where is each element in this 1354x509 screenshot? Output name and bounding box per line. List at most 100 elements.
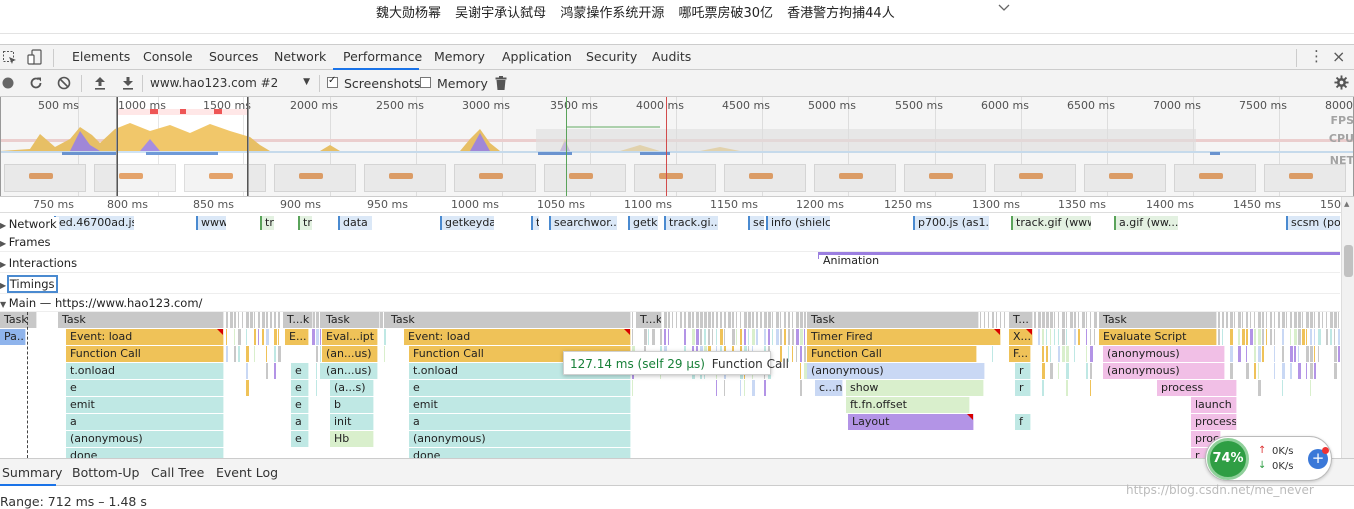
headline-link[interactable]: 哪吒票房破30亿 <box>678 6 774 21</box>
network-request[interactable]: getk <box>628 216 658 230</box>
frames-track[interactable]: ▶ Frames <box>0 231 1340 252</box>
tab-summary[interactable]: Summary <box>2 465 63 480</box>
network-request[interactable]: ed.46700ad.js (g <box>54 216 134 230</box>
vertical-scrollbar[interactable]: ▲ <box>1341 197 1354 458</box>
network-request[interactable]: scsm (pos <box>1286 216 1340 230</box>
interactions-track-label[interactable]: ▶ Interactions <box>0 256 77 270</box>
memory-checkbox[interactable] <box>420 77 431 88</box>
flame-block[interactable]: a <box>66 414 224 430</box>
flame-block[interactable]: (an...us) <box>322 363 378 379</box>
network-request[interactable]: t <box>531 216 539 230</box>
headline-link[interactable]: 鸿蒙操作系统开源 <box>560 6 665 21</box>
flame-block[interactable]: Task <box>1099 312 1217 328</box>
flame-block[interactable]: Evaluate Script <box>1099 329 1217 345</box>
flame-block[interactable]: Layout <box>848 414 974 430</box>
tab-security[interactable]: Security <box>586 49 638 64</box>
flame-block[interactable]: e <box>291 397 309 413</box>
download-icon[interactable] <box>122 76 134 93</box>
clear-icon[interactable] <box>57 76 71 93</box>
tab-network[interactable]: Network <box>274 49 327 64</box>
tab-application[interactable]: Application <box>502 49 572 64</box>
network-speed-widget[interactable]: 74% ↑ 0K/s ↓ 0K/s + <box>1205 436 1332 481</box>
flame-block[interactable]: f <box>1015 414 1031 430</box>
more-options-icon[interactable]: ⋮ <box>1309 47 1324 65</box>
flame-block[interactable]: Eval...ipt <box>322 329 378 345</box>
flame-block[interactable]: (anonymous) <box>1103 363 1225 379</box>
profile-select[interactable]: www.hao123.com #2 ▼ <box>146 74 318 93</box>
frames-track-label[interactable]: ▶ Frames <box>0 235 51 249</box>
flame-block[interactable]: T... <box>1009 312 1033 328</box>
flame-block[interactable]: process <box>1191 414 1237 430</box>
plus-icon[interactable]: + <box>1308 449 1328 469</box>
network-request[interactable]: searchwor... <box>549 216 617 230</box>
flame-block[interactable]: Task <box>387 312 631 328</box>
network-request[interactable]: sea <box>748 216 764 230</box>
flame-block[interactable]: E... <box>285 329 309 345</box>
flame-block[interactable]: t.onload <box>66 363 224 379</box>
tab-sources[interactable]: Sources <box>209 49 259 64</box>
record-icon[interactable] <box>2 77 14 92</box>
main-track[interactable]: ▼ Main — https://www.hao123.com/ <box>0 294 1340 312</box>
network-request[interactable]: www <box>196 216 226 230</box>
headline-link[interactable]: 吴谢宇承认弑母 <box>455 6 547 21</box>
network-request[interactable]: info (shielc <box>766 216 830 230</box>
flame-block[interactable]: Function Call <box>807 346 977 362</box>
flame-block[interactable]: done <box>409 448 631 458</box>
flame-block[interactable]: X... <box>1009 329 1033 345</box>
tab-audits[interactable]: Audits <box>652 49 692 64</box>
flame-block[interactable]: Event: load <box>404 329 631 345</box>
close-icon[interactable]: × <box>1332 47 1346 66</box>
screenshots-checkbox[interactable] <box>327 75 338 88</box>
flame-block[interactable]: b <box>330 397 374 413</box>
network-request[interactable]: track.gif (www.h <box>1011 216 1091 230</box>
flame-block[interactable]: done <box>66 448 224 458</box>
flame-block[interactable]: emit <box>66 397 224 413</box>
scrollbar-thumb[interactable] <box>1344 245 1353 277</box>
headline-link[interactable]: 魏大勋杨幂 <box>376 6 442 21</box>
reload-icon[interactable] <box>29 76 43 93</box>
flame-block[interactable]: (anonymous) <box>807 363 985 379</box>
flame-block[interactable]: a <box>291 414 309 430</box>
upload-icon[interactable] <box>94 76 106 93</box>
flame-block[interactable]: e <box>409 380 631 396</box>
timings-track[interactable]: ▶ Timings <box>0 273 1340 294</box>
flame-block[interactable]: T...k <box>283 312 313 328</box>
flame-block[interactable]: (an...us) <box>322 346 378 362</box>
flame-block[interactable]: a <box>409 414 631 430</box>
device-toolbar-icon[interactable] <box>27 49 43 69</box>
network-track-label[interactable]: ▶ Network <box>0 217 59 231</box>
flame-block[interactable]: e <box>291 431 309 447</box>
flame-block[interactable]: process <box>1157 380 1237 396</box>
scroll-up-icon[interactable]: ▲ <box>1344 200 1350 208</box>
animation-bar[interactable] <box>818 252 1340 255</box>
flame-block[interactable]: r <box>1015 380 1031 396</box>
flame-block[interactable]: Hb <box>330 431 374 447</box>
tab-event-log[interactable]: Event Log <box>216 465 279 480</box>
tab-call-tree[interactable]: Call Tree <box>151 465 205 480</box>
flame-block[interactable]: show <box>846 380 984 396</box>
tab-console[interactable]: Console <box>143 49 193 64</box>
flame-block[interactable]: Task <box>807 312 979 328</box>
network-request[interactable]: track.gi... <box>664 216 718 230</box>
tab-memory[interactable]: Memory <box>434 49 485 64</box>
flame-block[interactable]: F... <box>1009 346 1031 362</box>
inspect-element-icon[interactable] <box>2 50 18 69</box>
flame-block[interactable]: Event: load <box>66 329 224 345</box>
flame-block[interactable]: r <box>1015 363 1031 379</box>
tab-bottom-up[interactable]: Bottom-Up <box>72 465 140 480</box>
flame-block[interactable]: Timer Fired <box>807 329 1001 345</box>
network-request[interactable]: data ( <box>338 216 372 230</box>
tab-performance[interactable]: Performance <box>343 49 423 64</box>
flame-block[interactable]: e <box>291 380 309 396</box>
gear-icon[interactable] <box>1334 75 1349 93</box>
tab-elements[interactable]: Elements <box>72 49 131 64</box>
network-request[interactable]: a.gif (ww... <box>1114 216 1178 230</box>
flame-block[interactable]: e <box>291 363 309 379</box>
selection-window[interactable] <box>117 97 248 196</box>
main-track-label[interactable]: ▼ Main — https://www.hao123.com/ <box>0 296 202 310</box>
chevron-down-icon[interactable] <box>998 2 1010 16</box>
network-request[interactable]: tr <box>260 216 274 230</box>
trash-icon[interactable] <box>495 76 507 93</box>
interactions-track[interactable]: ▶ Interactions Animation <box>0 252 1340 273</box>
